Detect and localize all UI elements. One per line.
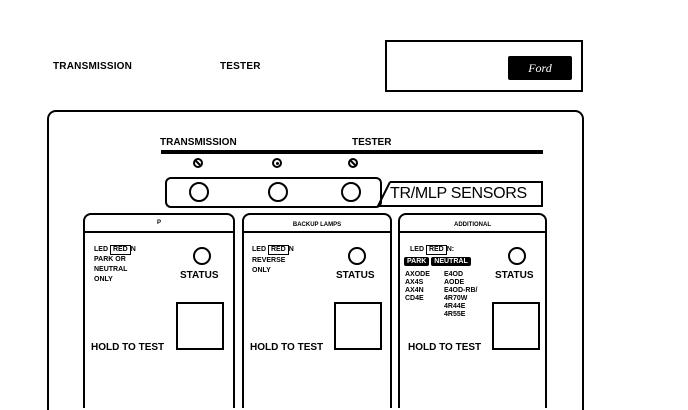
model-item: AX4S [405, 279, 424, 286]
model-item: AXODE [405, 271, 430, 278]
model-list-b: E4OD AODE E4OD-RB/ 4R70W 4R44E 4R55E [444, 271, 477, 319]
neutral-badge: NEUTRAL [431, 257, 471, 266]
hold-to-test-label: HOLD TO TEST [408, 342, 482, 353]
desc-line: ONLY [94, 276, 113, 283]
desc-line: ONLY [252, 267, 271, 274]
model-item: 4R44E [444, 303, 466, 310]
status-label-park: STATUS [180, 270, 219, 281]
led-suffix: N: [446, 246, 455, 253]
led-suffix: N [130, 246, 136, 253]
status-indicator-park [193, 247, 211, 265]
section-rule [85, 231, 233, 233]
sensor-label-tag [376, 181, 543, 207]
model-item: 4R55E [444, 311, 466, 318]
sensor-button-1[interactable] [189, 182, 209, 202]
section-title-additional: ADDITIONAL [454, 222, 491, 228]
model-list-a: AXODE AX4S AX4N CD4E [405, 271, 430, 303]
desc-line: REVERSE [252, 257, 286, 264]
logo-frame [385, 40, 583, 92]
tester-panel [47, 110, 584, 410]
led-prefix: LED [94, 246, 108, 253]
model-item: E4OD [444, 271, 464, 278]
mode-badges: PARK NEUTRAL [404, 257, 471, 266]
park-badge: PARK [404, 257, 430, 266]
ford-logo: Ford [508, 56, 572, 80]
model-item: 4R70W [444, 295, 468, 302]
led-dot-icon [272, 158, 282, 168]
hold-to-test-button-additional[interactable] [492, 302, 540, 350]
section-rule [244, 231, 390, 233]
led-slashed-icon [348, 158, 358, 168]
header-title-transmission: TRANSMISSION [53, 61, 133, 72]
section-title-backup: BACKUP LAMPS [292, 222, 342, 228]
sensor-button-2[interactable] [268, 182, 288, 202]
hold-to-test-label: HOLD TO TEST [91, 342, 165, 353]
model-item: E4OD-RB/ [444, 287, 478, 294]
section-rule [400, 231, 545, 233]
model-item: CD4E [405, 295, 424, 302]
desc-line: PARK OR [94, 256, 126, 263]
led-state-red: RED [267, 245, 289, 255]
status-label-additional: STATUS [495, 270, 534, 281]
led-slashed-icon [193, 158, 203, 168]
status-indicator-backup [348, 247, 366, 265]
model-item: AODE [444, 279, 465, 286]
led-suffix: N [288, 246, 294, 253]
hold-to-test-button-park[interactable] [176, 302, 224, 350]
status-indicator-additional [508, 247, 526, 265]
led-prefix: LED [410, 246, 424, 253]
led-state-red: RED [425, 245, 447, 255]
led-state-red: RED [109, 245, 131, 255]
hold-to-test-label: HOLD TO TEST [250, 342, 324, 353]
sensor-button-3[interactable] [341, 182, 361, 202]
panel-label-tester: TESTER [352, 137, 392, 148]
sensor-button-strip [165, 177, 382, 208]
status-label-backup: STATUS [336, 270, 375, 281]
panel-label-transmission: TRANSMISSION [160, 137, 237, 148]
sensor-label: TR/MLP SENSORS [390, 185, 527, 202]
panel-divider-bar [161, 150, 543, 154]
desc-line: NEUTRAL [94, 266, 128, 273]
model-item: AX4N [405, 287, 424, 294]
hold-to-test-button-backup[interactable] [334, 302, 382, 350]
led-prefix: LED [252, 246, 266, 253]
section-title-park: P [156, 220, 161, 226]
header-title-tester: TESTER [220, 61, 261, 72]
